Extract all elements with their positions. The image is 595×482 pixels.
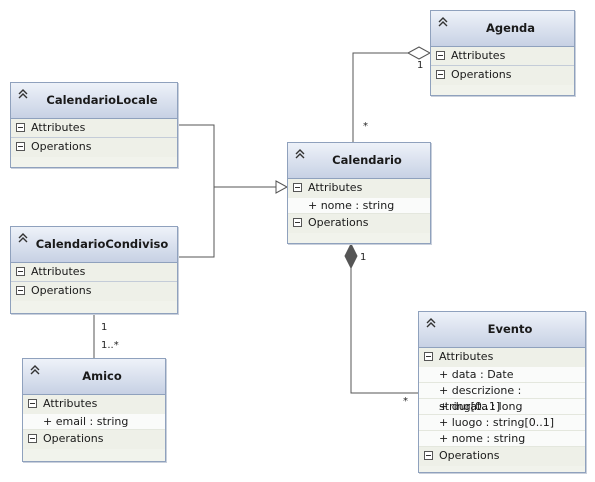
multiplicity-calendario-evento-end: 1 bbox=[360, 252, 367, 263]
aggregation-diamond bbox=[406, 46, 432, 60]
attribute-item[interactable]: + nome : string bbox=[419, 431, 585, 447]
attributes-compartment[interactable]: Attributes bbox=[288, 179, 430, 198]
class-name: Amico bbox=[82, 369, 122, 383]
collapse-chevron-icon[interactable] bbox=[425, 317, 437, 329]
class-calendario[interactable]: Calendario Attributes + nome : string Op… bbox=[287, 142, 431, 244]
attributes-label: Attributes bbox=[451, 49, 506, 62]
operations-compartment[interactable]: Operations bbox=[11, 282, 177, 301]
minus-box-icon[interactable] bbox=[436, 51, 445, 60]
generalization-arrowhead bbox=[275, 180, 289, 194]
operations-label: Operations bbox=[43, 432, 104, 445]
class-header: CalendarioLocale bbox=[11, 83, 177, 119]
composition-diamond bbox=[344, 242, 358, 270]
minus-box-icon[interactable] bbox=[16, 142, 25, 151]
operations-label: Operations bbox=[439, 449, 500, 462]
attributes-compartment[interactable]: Attributes bbox=[23, 395, 165, 414]
class-header: CalendarioCondiviso bbox=[11, 227, 177, 263]
minus-box-icon[interactable] bbox=[28, 434, 37, 443]
attribute-item[interactable]: + luogo : string[0..1] bbox=[419, 415, 585, 431]
class-header: Amico bbox=[23, 359, 165, 395]
collapse-chevron-icon[interactable] bbox=[294, 148, 306, 160]
operations-label: Operations bbox=[451, 68, 512, 81]
multiplicity-agenda-end: 1 bbox=[417, 60, 424, 71]
operations-compartment[interactable]: Operations bbox=[288, 214, 430, 233]
minus-box-icon[interactable] bbox=[28, 399, 37, 408]
attributes-compartment[interactable]: Attributes bbox=[11, 119, 177, 138]
class-header: Calendario bbox=[288, 143, 430, 179]
multiplicity-calendario-agenda-end: * bbox=[363, 121, 368, 132]
class-name: CalendarioCondiviso bbox=[35, 237, 169, 251]
class-header: Agenda bbox=[431, 11, 574, 47]
operations-label: Operations bbox=[31, 140, 92, 153]
minus-box-icon[interactable] bbox=[16, 286, 25, 295]
minus-box-icon[interactable] bbox=[424, 352, 433, 361]
collapse-chevron-icon[interactable] bbox=[437, 16, 449, 28]
minus-box-icon[interactable] bbox=[436, 70, 445, 79]
class-agenda[interactable]: Agenda Attributes Operations bbox=[430, 10, 575, 96]
attributes-label: Attributes bbox=[43, 397, 98, 410]
generalization-line-locale[interactable] bbox=[178, 124, 215, 187]
multiplicity-evento-end: * bbox=[403, 396, 408, 407]
minus-box-icon[interactable] bbox=[293, 183, 302, 192]
operations-compartment[interactable]: Operations bbox=[23, 430, 165, 449]
attributes-label: Attributes bbox=[31, 121, 86, 134]
attributes-compartment[interactable]: Attributes bbox=[431, 47, 574, 66]
attribute-item[interactable]: + nome : string bbox=[288, 198, 430, 214]
attribute-item[interactable]: + email : string bbox=[23, 414, 165, 430]
composition-line-calendario-evento[interactable] bbox=[350, 268, 418, 394]
class-name: CalendarioLocale bbox=[46, 93, 158, 107]
collapse-chevron-icon[interactable] bbox=[17, 232, 29, 244]
minus-box-icon[interactable] bbox=[16, 123, 25, 132]
operations-label: Operations bbox=[31, 284, 92, 297]
generalization-line-condiviso[interactable] bbox=[178, 186, 276, 258]
attributes-label: Attributes bbox=[439, 350, 494, 363]
class-calendario-condiviso[interactable]: CalendarioCondiviso Attributes Operation… bbox=[10, 226, 178, 314]
multiplicity-condiviso-end: 1 bbox=[101, 322, 108, 333]
operations-label: Operations bbox=[308, 216, 369, 229]
attribute-item[interactable]: + durata : long bbox=[419, 399, 585, 415]
class-name: Calendario bbox=[332, 153, 402, 167]
class-header: Evento bbox=[419, 312, 585, 348]
class-amico[interactable]: Amico Attributes + email : string Operat… bbox=[22, 358, 166, 462]
attributes-compartment[interactable]: Attributes bbox=[419, 348, 585, 367]
operations-compartment[interactable]: Operations bbox=[419, 447, 585, 466]
class-name: Evento bbox=[487, 322, 533, 336]
aggregation-line-calendario-agenda[interactable] bbox=[352, 52, 408, 142]
class-evento[interactable]: Evento Attributes + data : Date + descri… bbox=[418, 311, 586, 473]
minus-box-icon[interactable] bbox=[16, 267, 25, 276]
attributes-label: Attributes bbox=[308, 181, 363, 194]
minus-box-icon[interactable] bbox=[424, 451, 433, 460]
attribute-item[interactable]: + descrizione : string[0..1] bbox=[419, 383, 585, 413]
attribute-item[interactable]: + data : Date bbox=[419, 367, 585, 383]
minus-box-icon[interactable] bbox=[293, 218, 302, 227]
class-calendario-locale[interactable]: CalendarioLocale Attributes Operations bbox=[10, 82, 178, 168]
class-name: Agenda bbox=[485, 21, 536, 35]
multiplicity-amico-end: 1..* bbox=[101, 340, 119, 351]
collapse-chevron-icon[interactable] bbox=[17, 88, 29, 100]
operations-compartment[interactable]: Operations bbox=[431, 66, 574, 85]
attributes-label: Attributes bbox=[31, 265, 86, 278]
collapse-chevron-icon[interactable] bbox=[29, 364, 41, 376]
attributes-compartment[interactable]: Attributes bbox=[11, 263, 177, 282]
operations-compartment[interactable]: Operations bbox=[11, 138, 177, 157]
